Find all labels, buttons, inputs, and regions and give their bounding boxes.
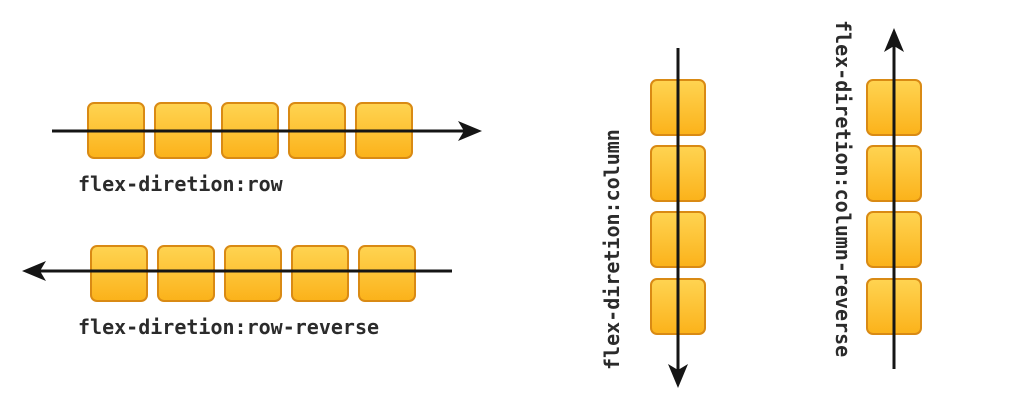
label-row: flex-diretion:row [78, 172, 284, 196]
flex-item [224, 245, 282, 302]
panel-column: flex-diretion:column [600, 48, 706, 388]
arrow-down-icon [668, 364, 688, 388]
row-reverse-items [90, 245, 416, 302]
flex-item [157, 245, 215, 302]
panel-row-reverse: flex-diretion:row-reverse [22, 245, 452, 339]
label-column: flex-diretion:column [600, 129, 624, 370]
flex-item [358, 245, 416, 302]
label-column-reverse: flex-diretion:column-reverse [831, 20, 855, 357]
panel-column-reverse: flex-diretion:column-reverse [831, 20, 922, 369]
flex-item [90, 245, 148, 302]
label-row-reverse: flex-diretion:row-reverse [78, 315, 379, 339]
arrow-right-icon [458, 121, 482, 141]
arrow-up-icon [884, 28, 904, 52]
panel-row: flex-diretion:row [52, 102, 482, 196]
flex-item [291, 245, 349, 302]
arrow-left-icon [22, 261, 46, 281]
